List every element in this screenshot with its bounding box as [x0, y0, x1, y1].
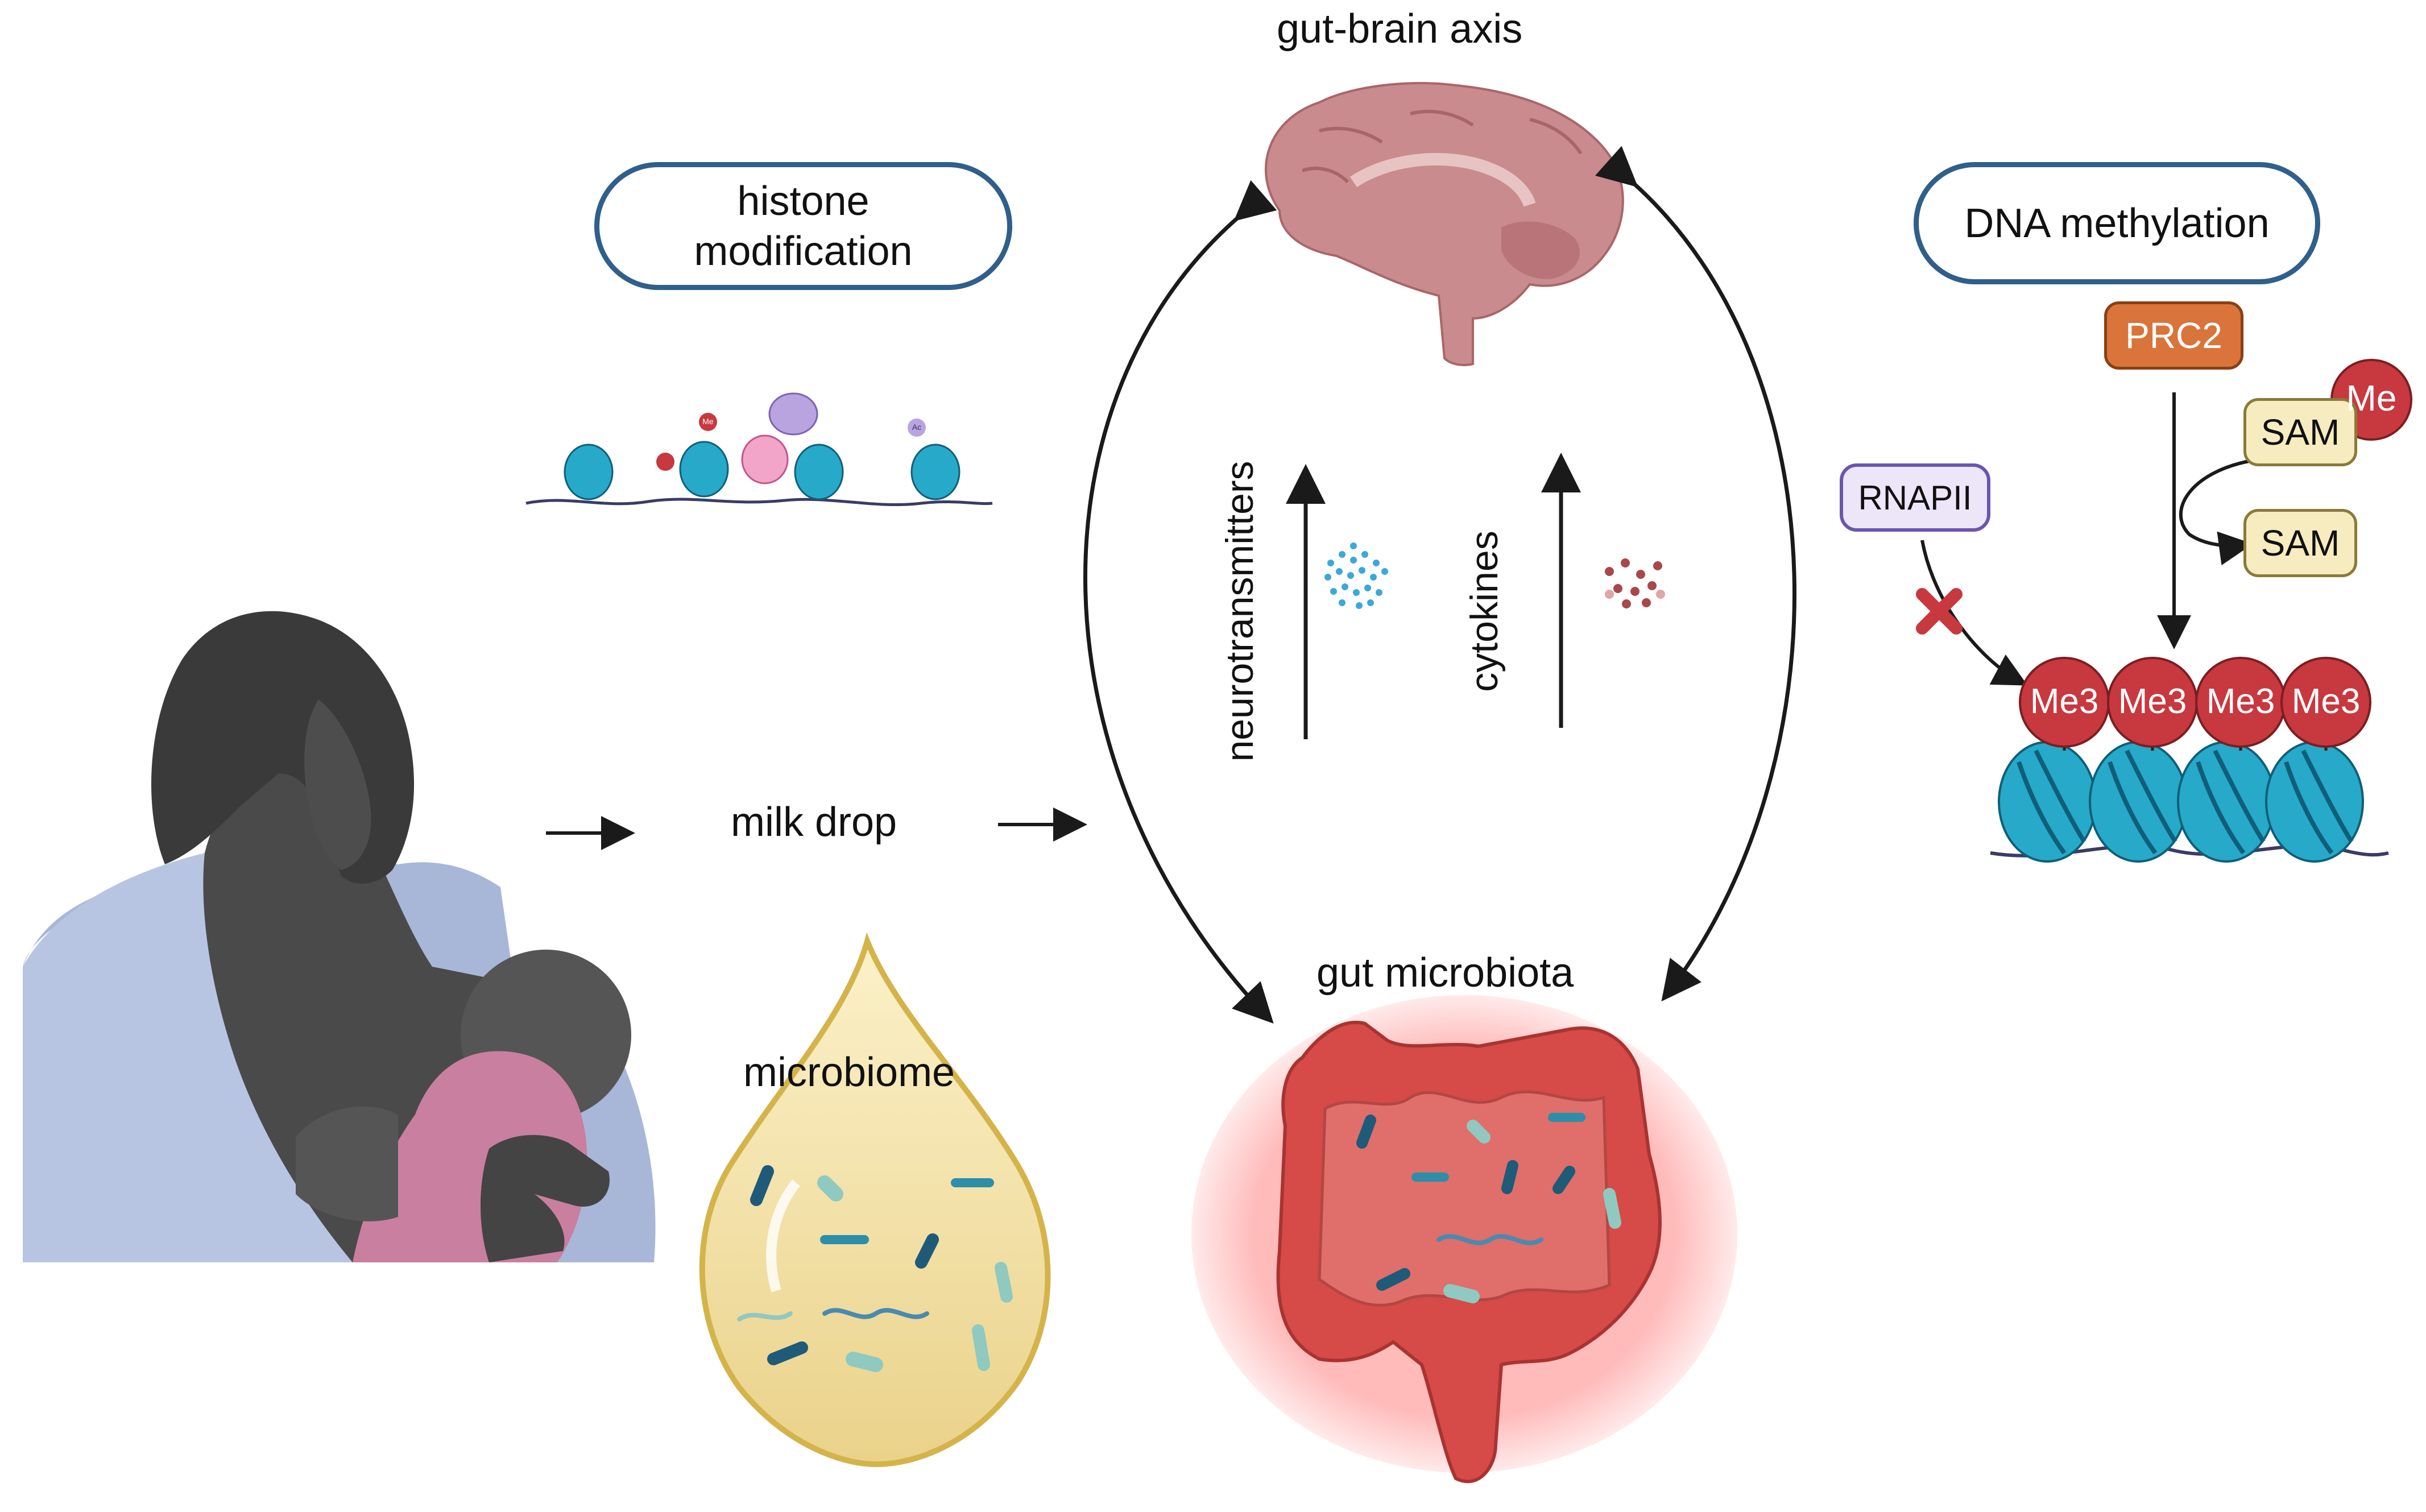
milk-drop-illustration — [699, 932, 1051, 1468]
cytokine-dots — [1605, 558, 1665, 608]
sam-bottom-label: SAM — [2261, 523, 2340, 564]
dna-methylation-pill: DNA methylation — [1914, 162, 2320, 284]
milk-drop-shape — [699, 932, 1051, 1468]
me3-label: Me3 — [2030, 682, 2099, 721]
gut-brain-axis-label: gut-brain axis — [1277, 6, 1523, 52]
gut-microbiota-label: gut microbiota — [1317, 950, 1574, 996]
histone-modification-label-line1: histone — [737, 178, 870, 224]
histone-modification-pill: histone modification — [594, 162, 1012, 290]
mother-hand-shape — [481, 1135, 610, 1262]
rnapii-box: RNAPII — [1840, 463, 1990, 532]
me3-mark — [2280, 657, 2371, 748]
milk-drop-label: milk drop — [731, 800, 897, 845]
sam-bottom-box: SAM — [2243, 509, 2357, 577]
nucleosome — [564, 444, 614, 500]
histone-ac-mark — [908, 419, 926, 437]
mother-breastfeeding-illustration — [23, 611, 656, 1262]
nucleosome — [2177, 741, 2276, 863]
nucleosome — [794, 444, 844, 500]
brain-illustration — [1265, 82, 1624, 366]
prc2-box: PRC2 — [2104, 301, 2243, 370]
neurotransmitters-label: neurotransmitters — [1218, 461, 1261, 762]
nucleosome — [2089, 741, 2188, 863]
sam-top-box: SAM — [2243, 398, 2357, 466]
nucleosome — [2265, 741, 2364, 863]
dna-methylation-label: DNA methylation — [1964, 200, 2270, 246]
histone-modification-label-line2: modification — [694, 228, 913, 274]
histone-ac-small-label: Ac — [912, 422, 922, 432]
arrow-sam-conversion — [2179, 459, 2253, 566]
cytokines-label: cytokines — [1463, 531, 1506, 692]
arrow-gut-brain-left — [1083, 180, 1277, 1024]
histone-me-small-label: Me — [702, 417, 714, 426]
histone-writer-enzyme — [768, 392, 818, 436]
me3-label: Me3 — [2291, 682, 2361, 721]
me3-label: Me3 — [2206, 682, 2275, 721]
histone-me-mark — [699, 413, 717, 431]
brain-shape — [1265, 82, 1624, 366]
nucleosome — [1998, 741, 2097, 863]
blocked-x-icon — [1916, 588, 1963, 635]
prc2-label: PRC2 — [2125, 315, 2222, 356]
histone-me-mark — [656, 453, 674, 471]
microbiome-label: microbiome — [743, 1050, 955, 1095]
milk-bacteria — [737, 1165, 1013, 1372]
gut-illustration — [1191, 995, 1737, 1484]
dna-methylation-illustration — [1916, 359, 2412, 863]
nucleosome — [910, 444, 961, 500]
sam-top-label: SAM — [2261, 412, 2340, 453]
gut-bacteria — [1356, 1113, 1621, 1303]
neurotransmitter-dots — [1324, 542, 1388, 609]
me-label: Me — [2346, 378, 2397, 419]
rnapii-label: RNAPII — [1858, 478, 1972, 517]
nucleosome — [679, 441, 729, 498]
histone-modification-illustration — [525, 392, 993, 507]
histone-reader-enzyme — [741, 434, 789, 484]
arrow-gut-brain-right — [1595, 146, 1796, 1002]
me3-label: Me3 — [2118, 682, 2187, 721]
